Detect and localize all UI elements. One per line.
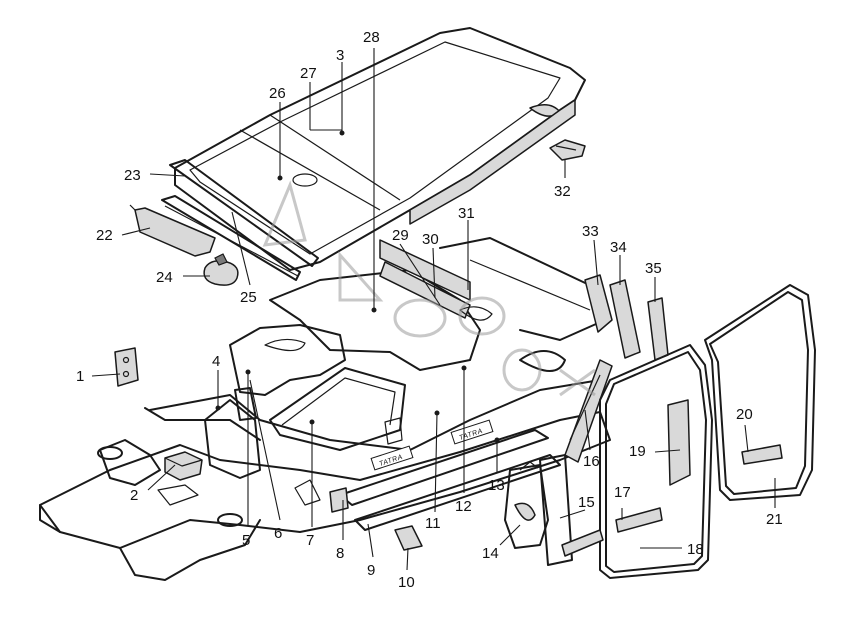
callout-19: 19 <box>629 443 646 460</box>
callout-22: 22 <box>96 227 113 244</box>
callout-numbers: 1 2 3 4 5 6 7 8 9 10 11 12 13 14 15 16 1… <box>76 29 783 591</box>
sill-stamp-rear-plate <box>450 419 494 445</box>
callout-23: 23 <box>124 167 141 184</box>
watermark-logo <box>262 180 596 397</box>
door-trim-pieces <box>504 454 573 566</box>
callout-21: 21 <box>766 511 783 528</box>
pillar-trims <box>564 274 691 486</box>
callout-31: 31 <box>458 205 475 222</box>
interior-mirror <box>203 253 239 286</box>
callout-11: 11 <box>425 515 441 532</box>
callout-18: 18 <box>687 541 704 558</box>
sill-stamp-front-plate <box>370 445 414 471</box>
door-seals <box>561 284 816 579</box>
callout-8: 8 <box>336 545 344 562</box>
callout-10: 10 <box>398 574 415 591</box>
callout-24: 24 <box>156 269 173 286</box>
leader-lines <box>91 48 776 571</box>
callout-15: 15 <box>578 494 595 511</box>
callout-20: 20 <box>736 406 753 423</box>
callout-34: 34 <box>610 239 627 256</box>
callout-27: 27 <box>300 65 317 82</box>
callout-12: 12 <box>455 498 472 515</box>
callout-32: 32 <box>554 183 571 200</box>
callout-26: 26 <box>269 85 286 102</box>
callout-5: 5 <box>242 532 250 549</box>
callout-7: 7 <box>306 532 314 549</box>
callout-3: 3 <box>336 47 344 64</box>
callout-13: 13 <box>488 477 505 494</box>
support-block <box>157 451 203 506</box>
callout-33: 33 <box>582 223 599 240</box>
callout-29: 29 <box>392 227 409 244</box>
grab-handle <box>549 139 586 161</box>
callout-2: 2 <box>130 487 138 504</box>
callout-30: 30 <box>422 231 439 248</box>
floor-carpet <box>269 239 493 371</box>
trim-clip <box>394 525 423 551</box>
callout-17: 17 <box>614 484 631 501</box>
windshield-header-strips <box>129 159 319 281</box>
callout-1: 1 <box>76 368 84 385</box>
callout-6: 6 <box>274 525 282 542</box>
chassis-frame <box>39 237 611 581</box>
callout-35: 35 <box>645 260 662 277</box>
callout-4: 4 <box>212 353 220 370</box>
callout-16: 16 <box>583 453 600 470</box>
mount-bracket <box>114 347 139 387</box>
floor-tunnel-assembly <box>204 324 406 479</box>
callout-28: 28 <box>363 29 380 46</box>
callout-14: 14 <box>482 545 499 562</box>
callout-9: 9 <box>367 562 375 579</box>
callout-25: 25 <box>240 289 257 306</box>
